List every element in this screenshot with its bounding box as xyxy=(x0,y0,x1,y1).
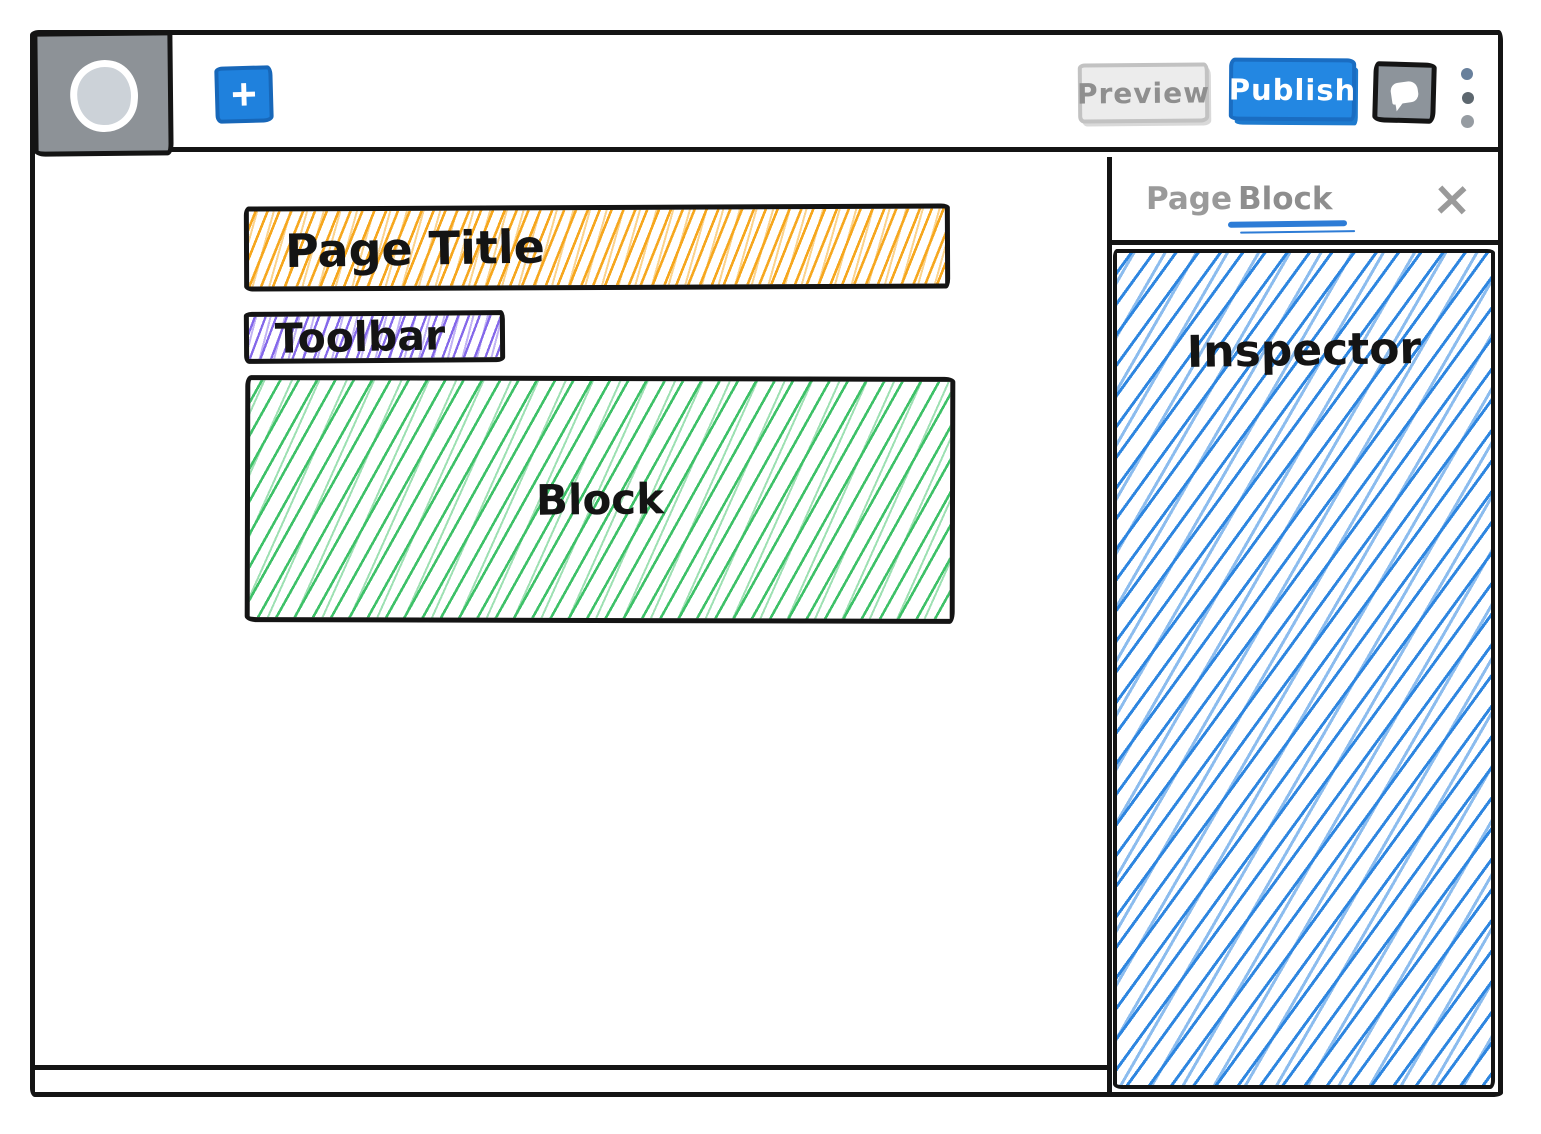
content-block[interactable]: Block xyxy=(244,375,956,624)
add-block-button[interactable]: + xyxy=(214,65,274,124)
app-topbar: + Preview Publish xyxy=(32,30,1498,157)
inspector-body-label: Inspector xyxy=(1186,322,1422,379)
editor-canvas: Page Title Toolbar Block xyxy=(35,157,1107,1070)
comment-bubble-icon xyxy=(1389,80,1420,105)
comments-button[interactable] xyxy=(1372,61,1437,124)
kebab-dot-icon xyxy=(1460,115,1474,128)
toolbar-block-label: Toolbar xyxy=(274,311,446,363)
app-window: + Preview Publish Page Title xyxy=(30,30,1503,1097)
overflow-menu-button[interactable] xyxy=(1457,68,1477,128)
tab-page-label: Page xyxy=(1146,180,1233,217)
publish-button[interactable]: Publish xyxy=(1228,57,1357,122)
tab-active-underline xyxy=(1227,220,1347,228)
toolbar-block[interactable]: Toolbar xyxy=(243,310,506,364)
tab-block-label: Block xyxy=(1238,180,1333,217)
preview-button-label: Preview xyxy=(1076,75,1211,111)
close-icon[interactable]: × xyxy=(1430,169,1474,228)
inspector-panel: Page Block × Inspector xyxy=(1107,157,1498,1092)
logo-circle-icon xyxy=(66,56,142,136)
tab-page[interactable]: Page xyxy=(1146,157,1232,240)
kebab-dot-icon xyxy=(1461,68,1473,80)
plus-icon: + xyxy=(230,69,258,119)
tab-block[interactable]: Block xyxy=(1227,157,1347,240)
page-title-block-label: Page Title xyxy=(284,218,546,278)
preview-button[interactable]: Preview xyxy=(1076,62,1211,124)
app-logo xyxy=(32,30,174,157)
page-title-block[interactable]: Page Title xyxy=(243,203,951,292)
kebab-dot-icon xyxy=(1462,91,1474,104)
inspector-header: Page Block × xyxy=(1112,157,1498,245)
content-block-label: Block xyxy=(535,474,665,525)
publish-button-label: Publish xyxy=(1228,72,1357,107)
inspector-body: Inspector xyxy=(1113,249,1495,1089)
